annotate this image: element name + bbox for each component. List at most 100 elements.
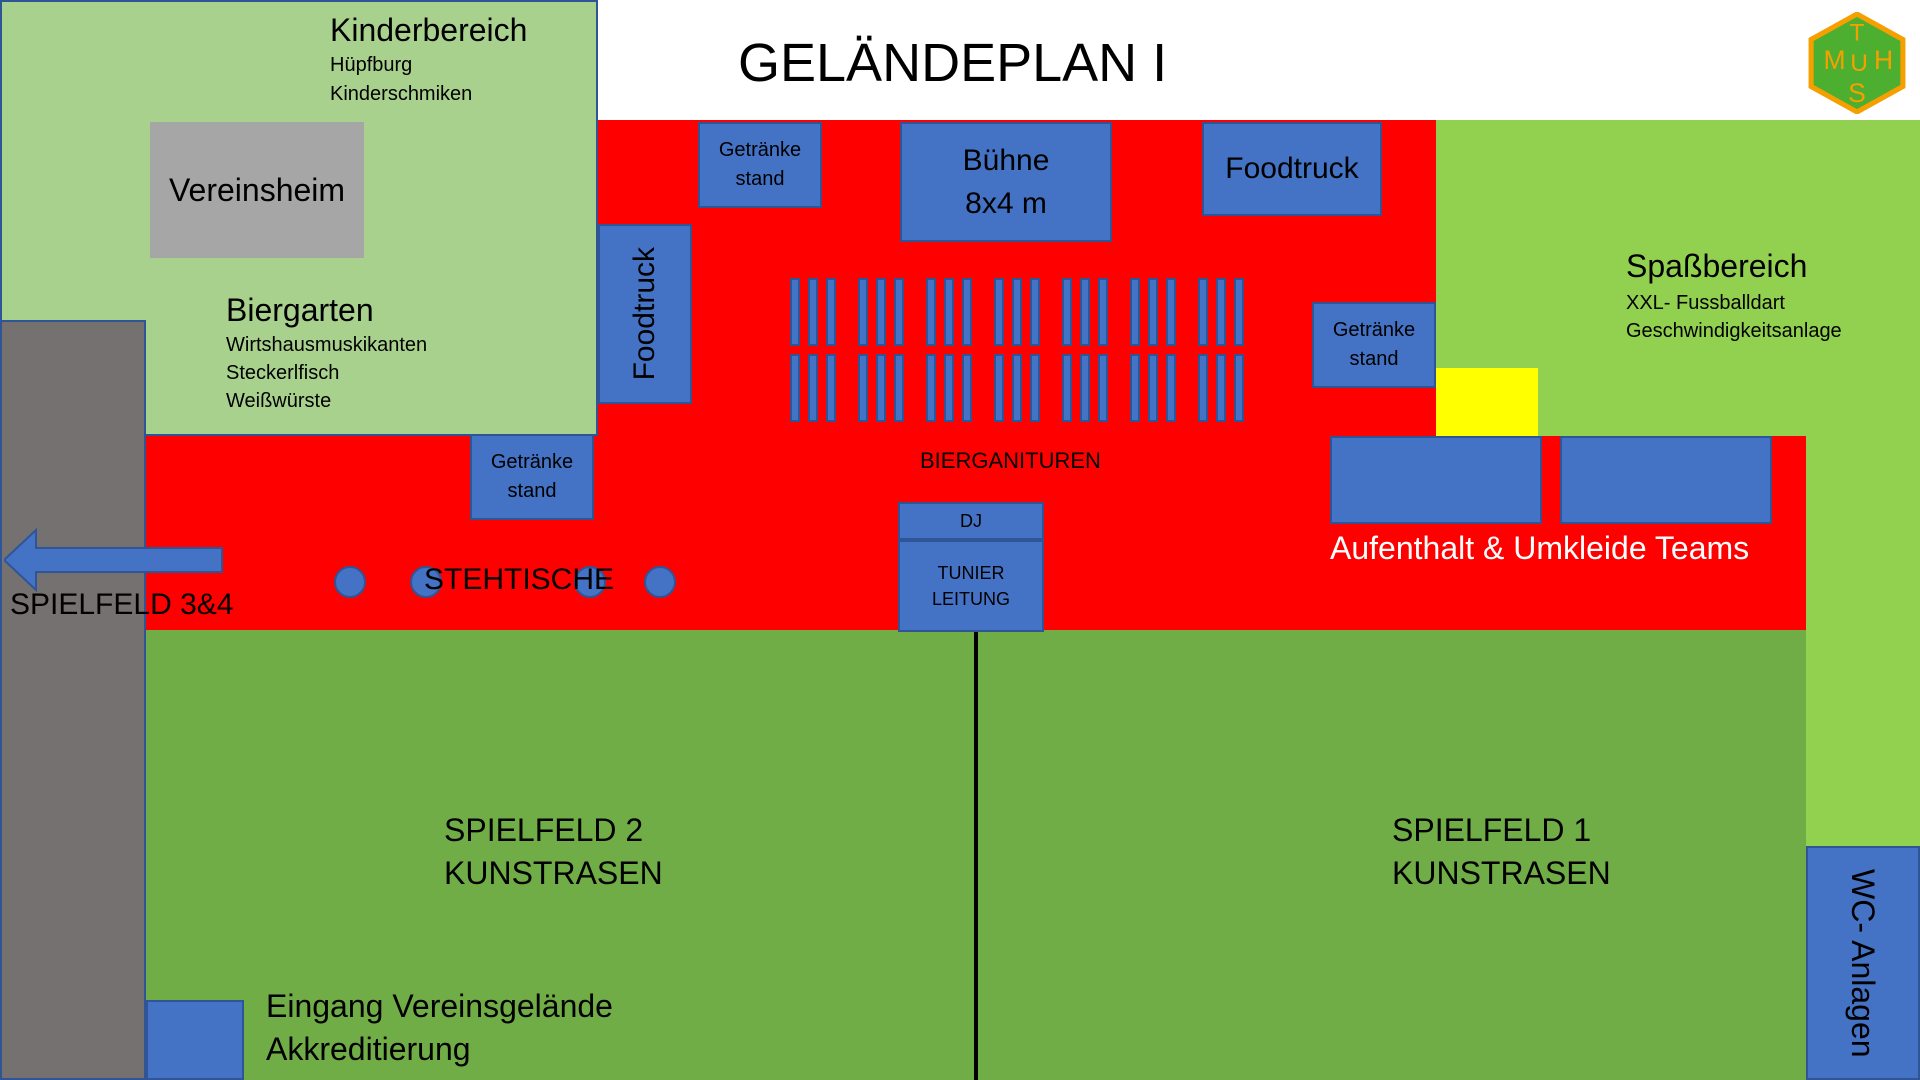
biergarten-title: Biergarten (226, 292, 374, 328)
bench-plank (876, 354, 886, 422)
spielfeld-1-area (976, 630, 1806, 1080)
getraenke-stand: Getränke stand (698, 122, 822, 208)
dj-booth: DJ (898, 502, 1044, 540)
bench-plank (1234, 278, 1244, 346)
teams-building (1560, 436, 1772, 524)
bierganitur-set (790, 278, 836, 346)
bench-plank (1234, 354, 1244, 422)
logo-letter-s: S (1848, 78, 1866, 108)
bench-plank (1130, 278, 1140, 346)
bierganitur-set (790, 354, 836, 422)
bench-plank (1012, 354, 1022, 422)
bench-plank (962, 278, 972, 346)
bierganitur-set (994, 278, 1040, 346)
bench-plank (1012, 278, 1022, 346)
bench-plank (1062, 278, 1072, 346)
wc-label: WC- Anlagen (1845, 868, 1882, 1058)
stehtisch (574, 566, 606, 598)
stehtische-label: STEHTISCHE (424, 563, 615, 596)
eingang-sublabel: Akkreditierung (266, 1031, 471, 1067)
bench-plank (1166, 278, 1176, 346)
bench-plank (1030, 354, 1040, 422)
bench-plank (1216, 278, 1226, 346)
logo-letter-u: U (1850, 50, 1868, 77)
teams-building (1330, 436, 1542, 524)
getraenke-stand: Getränke stand (470, 434, 594, 520)
bench-plank (1166, 354, 1176, 422)
bench-plank (858, 278, 868, 346)
bierganitur-set (926, 278, 972, 346)
bench-plank (1030, 278, 1040, 346)
arrow-left-icon (4, 528, 223, 592)
bierganitur-set (1198, 354, 1244, 422)
bierganituren-grid (790, 278, 1250, 426)
bench-plank (926, 278, 936, 346)
bierganituren-label: BIERGANITUREN (920, 448, 1101, 473)
bierganitur-set (858, 354, 904, 422)
bench-plank (994, 354, 1004, 422)
vereinsheim-building: Vereinsheim (150, 122, 364, 258)
stehtische-group (334, 566, 694, 602)
yellow-area (1436, 368, 1538, 436)
biergarten-item: Wirtshausmuskikanten (226, 334, 428, 356)
spassbereich-strip (1806, 436, 1920, 846)
spassbereich-item: Geschwindigkeitsanlage (1626, 320, 1842, 342)
bench-plank (1130, 354, 1140, 422)
spassbereich-item: XXL- Fussballdart (1626, 292, 1785, 314)
bench-plank (944, 354, 954, 422)
foodtruck-top: Foodtruck (1202, 122, 1382, 216)
bierganitur-set (858, 278, 904, 346)
bierganitur-set (1130, 278, 1176, 346)
stehtisch (410, 566, 442, 598)
biergarten-item: Steckerlfisch (226, 362, 340, 384)
spielfeld-2-surface: KUNSTRASEN (444, 855, 663, 891)
bierganitur-set (1062, 278, 1108, 346)
bench-plank (1080, 278, 1090, 346)
logo-letter-t: T (1850, 20, 1865, 47)
bench-plank (808, 354, 818, 422)
eingang-box (146, 1000, 244, 1080)
bench-plank (790, 354, 800, 422)
bench-plank (1216, 354, 1226, 422)
spielfeld-1-surface: KUNSTRASEN (1392, 855, 1611, 891)
page-title: GELÄNDEPLAN I (738, 33, 1168, 93)
bench-plank (894, 278, 904, 346)
spassbereich-title: Spaßbereich (1626, 248, 1808, 284)
biergarten-item: Weißwürste (226, 390, 332, 412)
bench-plank (962, 354, 972, 422)
bench-plank (894, 354, 904, 422)
wc-anlagen: WC- Anlagen (1806, 846, 1920, 1080)
path-to-spielfeld-3-4 (0, 320, 146, 1080)
bench-plank (1062, 354, 1072, 422)
bench-plank (1198, 278, 1208, 346)
bench-plank (1098, 278, 1108, 346)
bench-plank (1080, 354, 1090, 422)
bench-plank (926, 354, 936, 422)
club-hexagon-logo: T M U H S (1808, 12, 1906, 114)
bench-plank (1198, 354, 1208, 422)
spielfeld-2-label: SPIELFELD 2 (444, 812, 644, 848)
bench-plank (944, 278, 954, 346)
bench-plank (876, 278, 886, 346)
spielfeld-2-area (146, 630, 976, 1080)
foodtruck-vertical-label: Foodtruck (628, 247, 662, 381)
bench-plank (808, 278, 818, 346)
bench-plank (1098, 354, 1108, 422)
bench-plank (790, 278, 800, 346)
logo-letter-h: H (1874, 45, 1893, 75)
bierganitur-set (1062, 354, 1108, 422)
stehtisch (644, 566, 676, 598)
bench-plank (858, 354, 868, 422)
foodtruck-vertical: Foodtruck (598, 224, 692, 404)
turnierleitung-booth: TUNIER LEITUNG (898, 540, 1044, 632)
getraenke-stand: Getränke stand (1312, 302, 1436, 388)
bench-plank (826, 278, 836, 346)
kinderbereich-item: Kinderschmiken (330, 83, 473, 105)
field-divider-line (974, 630, 978, 1080)
stehtisch (334, 566, 366, 598)
kinderbereich-item: Hüpfburg (330, 54, 413, 76)
bierganitur-set (994, 354, 1040, 422)
kinderbereich-title: Kinderbereich (330, 12, 528, 48)
bench-plank (1148, 354, 1158, 422)
bench-plank (994, 278, 1004, 346)
